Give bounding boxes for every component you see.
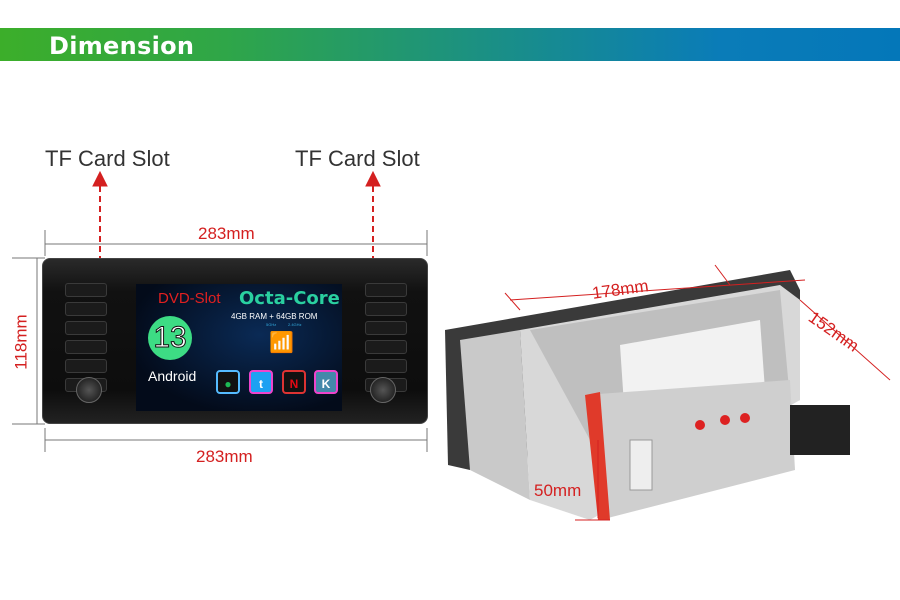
android-label: Android [148, 368, 197, 384]
twitter-icon: t [249, 370, 273, 394]
octa-core-label: Octa-Core [239, 288, 340, 309]
android-badge: 13 [148, 316, 192, 360]
wifi-icon: 📶 [269, 332, 294, 354]
netflix-icon: N [282, 370, 306, 394]
memory-label: 4GB RAM + 64GB ROM [231, 312, 318, 321]
arrow-up-icon [92, 170, 108, 187]
head-unit-front: DVD-Slot Octa-Core 4GB RAM + 64GB ROM 13… [42, 258, 428, 424]
chassis-height-label: 50mm [534, 481, 582, 500]
section-title: Dimension [49, 32, 195, 60]
kindle-icon: K [314, 370, 338, 394]
arrow-up-icon [365, 170, 381, 187]
section-banner: Dimension [0, 28, 900, 61]
screen-display: DVD-Slot Octa-Core 4GB RAM + 64GB ROM 13… [136, 284, 342, 411]
seek-knob [370, 377, 396, 403]
spotify-icon: ● [216, 370, 240, 394]
volume-knob [76, 377, 102, 403]
front-width-bottom-label: 283mm [196, 447, 253, 466]
front-width-top-label: 283mm [198, 224, 255, 243]
wifi-24g-label: 2.4GHz [288, 322, 302, 327]
dvd-slot-label: DVD-Slot [158, 290, 221, 307]
tf-card-slot-label-right: TF Card Slot [295, 146, 420, 171]
wifi-5g-label: 5GHz [266, 322, 277, 327]
front-height-label: 118mm [11, 314, 31, 370]
tf-card-slot-label-left: TF Card Slot [45, 146, 170, 171]
chassis-illustration [445, 270, 850, 520]
